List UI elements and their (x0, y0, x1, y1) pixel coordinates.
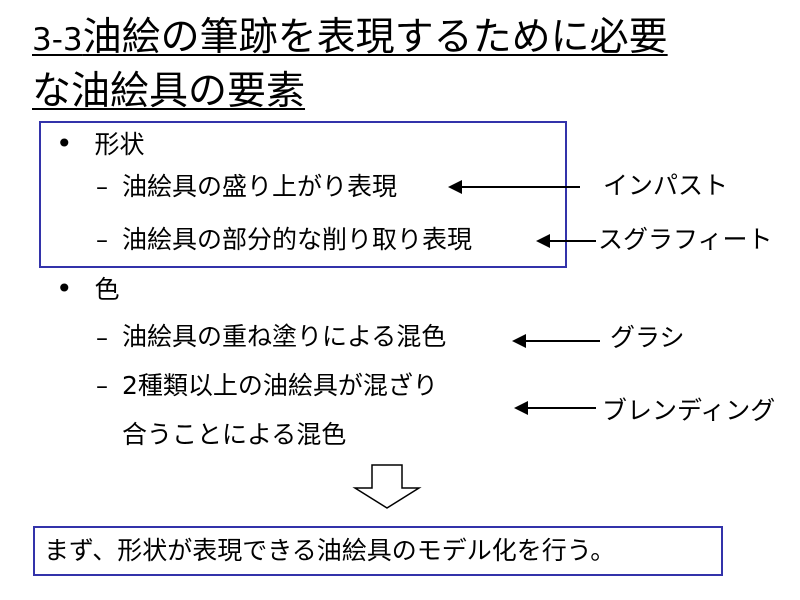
conclusion-box (33, 526, 723, 576)
bullet-shape-label: 形状 (94, 130, 145, 159)
color-item-blend-line-1: 2種類以上の油絵具が混ざり (122, 371, 438, 400)
dash-marker: – (96, 173, 108, 201)
shape-section-box (39, 121, 567, 268)
title-line-2: な油絵具の要素 (32, 69, 306, 114)
bullet-shape: • 形状 (56, 129, 144, 160)
title-line-1: 油絵の筆跡を表現するために必要 (82, 15, 668, 60)
color-item-blend-line-2: 合うことによる混色 (122, 420, 347, 449)
left-arrow-icon (514, 401, 596, 415)
bullet-marker: • (56, 127, 73, 160)
left-arrow-icon (512, 334, 600, 348)
shape-item-sgraffito: 油絵具の部分的な削り取り表現 (122, 225, 473, 254)
color-item-glaze: 油絵具の重ね塗りによる混色 (122, 322, 447, 351)
bullet-color: • 色 (56, 274, 119, 305)
left-arrow-icon (536, 234, 596, 248)
left-arrow-icon (448, 180, 580, 194)
bullet-color-label: 色 (94, 275, 120, 304)
dash-marker: – (96, 226, 108, 254)
conclusion-text: まず、形状が表現できる油絵具のモデル化を行う。 (44, 536, 616, 565)
term-glaze: グラシ (610, 323, 685, 352)
dash-marker: – (96, 324, 108, 352)
shape-item-impasto: 油絵具の盛り上がり表現 (122, 172, 398, 201)
slide-title: 3-3油絵の筆跡を表現するために必要 な油絵具の要素 (32, 12, 792, 118)
term-impasto: インパスト (603, 171, 729, 200)
bullet-marker: • (56, 272, 73, 305)
down-arrow-icon (352, 464, 422, 509)
dash-marker: – (96, 372, 108, 400)
term-sgraffito: スグラフィート (598, 225, 773, 254)
term-blending: ブレンディング (602, 396, 776, 425)
title-section-number: 3-3 (32, 22, 83, 58)
